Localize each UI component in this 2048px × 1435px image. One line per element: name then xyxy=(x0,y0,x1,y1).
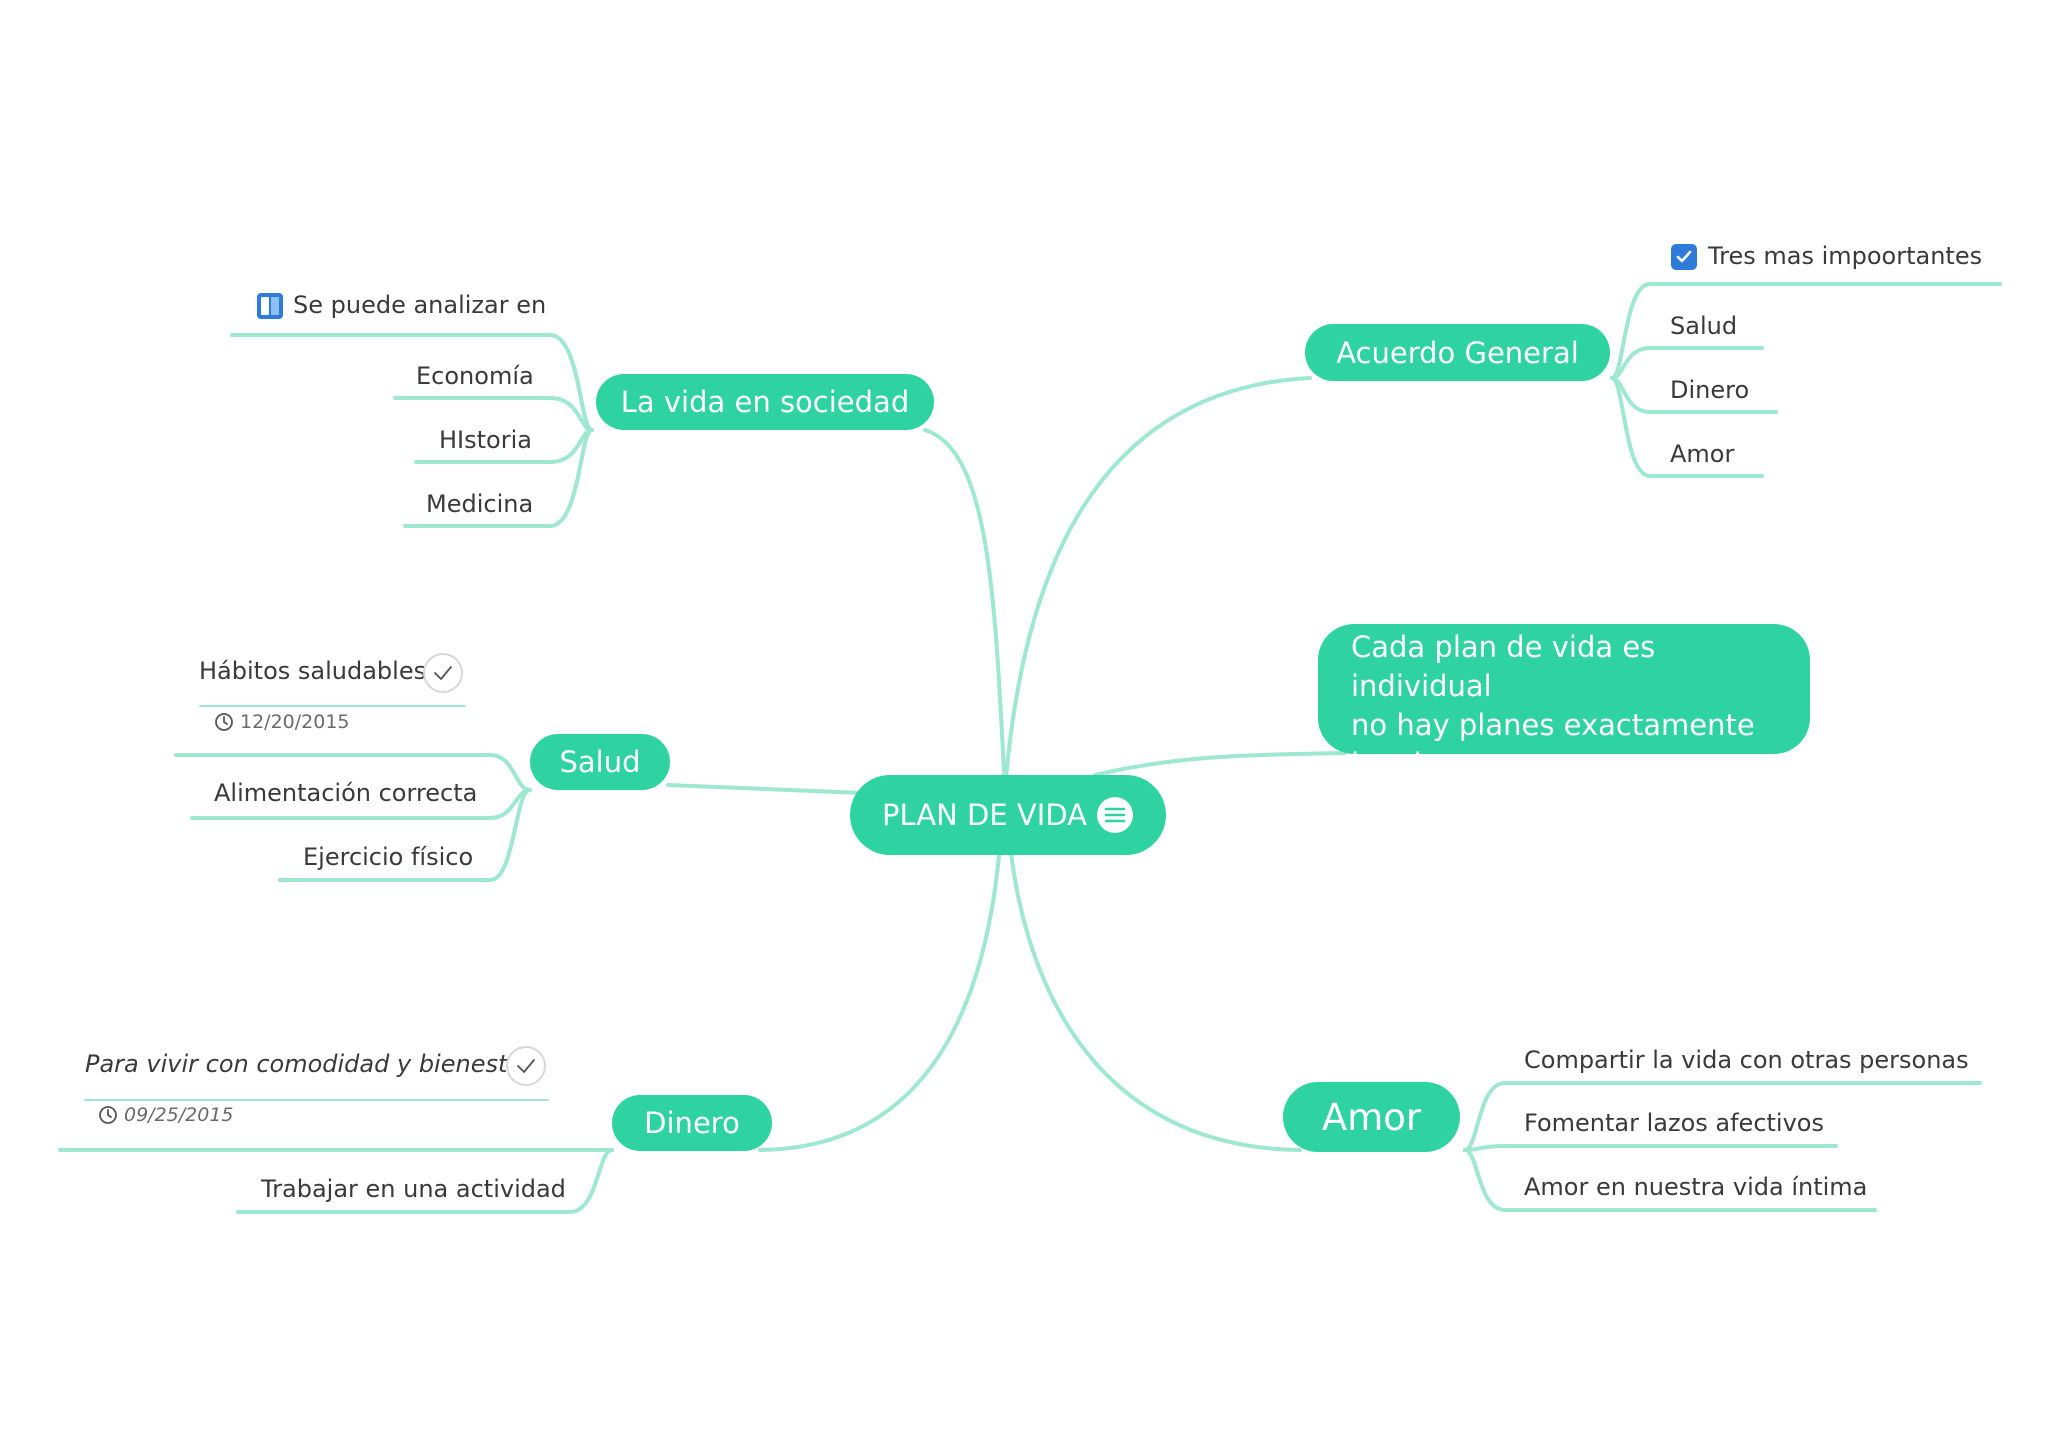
due-date-vivir: 09/25/2015 xyxy=(98,1104,234,1126)
due-date-habitos: 12/20/2015 xyxy=(214,711,350,733)
subtopic-habitos-saludables[interactable]: Hábitos saludables xyxy=(199,657,427,685)
topic-dinero-label: Dinero xyxy=(644,1106,740,1140)
topic-salud-label: Salud xyxy=(559,745,641,779)
topic-amor[interactable]: Amor xyxy=(1283,1082,1460,1152)
subtopic-alimentacion-correcta[interactable]: Alimentación correcta xyxy=(214,779,478,807)
subtopic-compartir[interactable]: Compartir la vida con otras personas xyxy=(1524,1046,1969,1074)
link-acuerdo-amor xyxy=(1610,376,1764,478)
topic-salud[interactable]: Salud xyxy=(530,734,670,790)
link-dinero-trabajar xyxy=(236,1148,614,1214)
checkbox-check-glyph xyxy=(1676,250,1692,263)
link-central-amor xyxy=(1008,843,1302,1152)
link-sociedad-analizar xyxy=(230,333,594,432)
subtopic-acuerdo-dinero[interactable]: Dinero xyxy=(1670,376,1750,404)
subtopic-amor-intima[interactable]: Amor en nuestra vida íntima xyxy=(1524,1173,1868,1201)
subtopic-trabajar[interactable]: Trabajar en una actividad xyxy=(261,1175,566,1203)
topic-la-vida-en-sociedad[interactable]: La vida en sociedad xyxy=(596,374,934,430)
check-icon[interactable] xyxy=(423,653,463,693)
subtopic-acuerdo-amor[interactable]: Amor xyxy=(1670,440,1735,468)
due-date-vivir-text: 09/25/2015 xyxy=(124,1104,234,1126)
link-central-dinero xyxy=(758,843,1002,1152)
link-amor-fomentar xyxy=(1463,1144,1838,1152)
notes-menu-icon[interactable] xyxy=(1097,797,1133,833)
link-central-salud xyxy=(666,783,864,795)
topic-cada-plan-line-3: iguales. xyxy=(1351,747,1464,781)
check-icon[interactable] xyxy=(506,1046,546,1086)
subtopic-economia[interactable]: Economía xyxy=(416,362,534,390)
check-glyph xyxy=(517,1059,535,1073)
topic-cada-plan-line-1: Cada plan de vida es individual xyxy=(1351,630,1656,703)
subtopic-medicina[interactable]: Medicina xyxy=(426,490,534,518)
link-acuerdo-tres xyxy=(1610,282,2002,380)
book-glyph xyxy=(257,293,283,319)
topic-amor-label: Amor xyxy=(1321,1095,1422,1139)
topic-cada-plan[interactable]: Cada plan de vida es individual no hay p… xyxy=(1318,624,1810,781)
link-central-sociedad xyxy=(923,428,1007,792)
link-salud-habitos xyxy=(174,753,532,792)
topic-dinero[interactable]: Dinero xyxy=(612,1095,772,1151)
central-topic-label: PLAN DE VIDA xyxy=(882,798,1087,832)
subtopic-fomentar[interactable]: Fomentar lazos afectivos xyxy=(1524,1109,1824,1137)
subtopic-ejercicio-fisico[interactable]: Ejercicio físico xyxy=(303,843,474,871)
topic-cada-plan-line-2: no hay planes exactamente xyxy=(1351,708,1755,742)
subtopic-para-vivir[interactable]: Para vivir con comodidad y bienestar xyxy=(85,1050,532,1078)
topic-acuerdo-general-label: Acuerdo General xyxy=(1336,335,1579,370)
subtopic-tres-mas-importantes[interactable]: Tres mas impoortantes xyxy=(1708,242,1983,270)
notes-lines-glyph xyxy=(1104,807,1126,823)
subtopic-analizar[interactable]: Se puede analizar en xyxy=(293,291,547,319)
subtopic-acuerdo-salud[interactable]: Salud xyxy=(1670,312,1738,340)
clock-icon xyxy=(215,713,233,731)
link-central-cada xyxy=(1093,751,1347,777)
topic-cada-plan-text: Cada plan de vida es individual no hay p… xyxy=(1351,628,1780,784)
book-icon xyxy=(256,292,284,320)
checkbox-checked-icon[interactable] xyxy=(1671,244,1697,270)
clock-icon xyxy=(99,1106,117,1124)
topic-acuerdo-general[interactable]: Acuerdo General xyxy=(1305,324,1610,381)
subtopic-historia[interactable]: HIstoria xyxy=(439,426,532,454)
link-sociedad-medicina xyxy=(403,428,594,528)
link-central-acuerdo xyxy=(1003,376,1312,792)
link-amor-intima xyxy=(1463,1148,1877,1212)
link-salud-ejercicio xyxy=(278,788,532,882)
link-acuerdo-salud xyxy=(1610,346,1764,380)
topic-la-vida-en-sociedad-label: La vida en sociedad xyxy=(620,385,910,419)
link-amor-compartir xyxy=(1463,1081,1982,1152)
check-glyph xyxy=(434,666,452,680)
due-date-habitos-text: 12/20/2015 xyxy=(240,711,350,733)
